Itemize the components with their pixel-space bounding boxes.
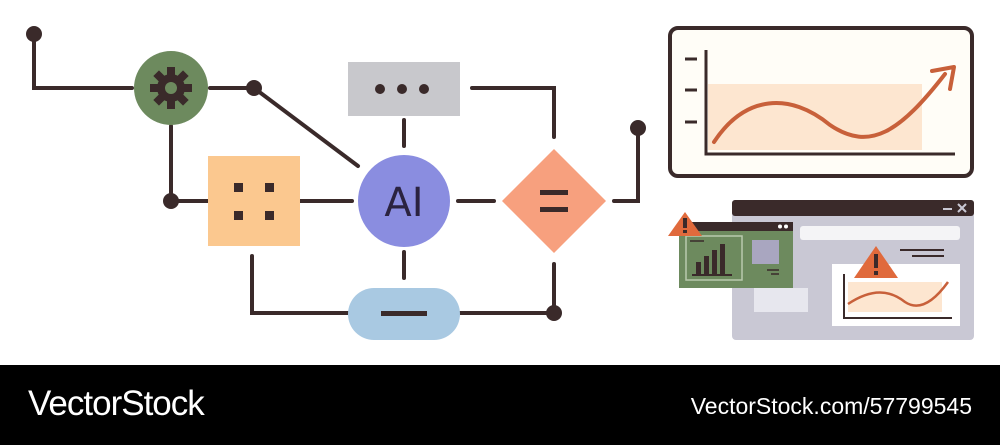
pill-node <box>348 288 460 340</box>
ai-node: AI <box>358 155 450 247</box>
stats-card <box>668 212 793 288</box>
equals-icon <box>540 190 568 212</box>
ellipsis-node <box>348 62 460 116</box>
text-lines <box>900 249 944 257</box>
decision-node <box>502 149 606 253</box>
trend-line <box>712 72 947 144</box>
thumbnail-block <box>752 240 779 264</box>
trend-chart-panel <box>668 26 974 178</box>
stats-card-titlebar <box>679 222 793 231</box>
bar-chart-icon <box>692 244 732 276</box>
chart-highlight-band <box>708 84 922 150</box>
mini-trend-line <box>847 281 950 307</box>
minimize-icon <box>943 208 952 210</box>
minus-icon <box>381 311 427 316</box>
brand-logo: VectorStock <box>28 384 205 423</box>
warning-icon <box>668 212 702 236</box>
gear-node <box>134 51 208 125</box>
watermark-footer: VectorStock VectorStock.com/57799545 <box>0 365 1000 445</box>
address-bar <box>800 226 960 240</box>
warning-icon <box>854 246 898 278</box>
gear-icon <box>150 67 192 109</box>
four-dots-icon <box>234 183 274 220</box>
window-titlebar <box>732 200 974 216</box>
connector-lines <box>32 32 640 315</box>
ai-node-label: AI <box>384 180 423 226</box>
sidebar-block <box>754 288 808 312</box>
ai-workflow-illustration: AI <box>26 26 974 340</box>
trend-arrow-head <box>930 65 956 91</box>
grid-node <box>208 156 300 246</box>
chart-axes <box>685 50 955 156</box>
image-id-text: VectorStock.com/57799545 <box>690 393 972 419</box>
dashboard-window <box>732 200 974 340</box>
connector-dots <box>26 26 646 321</box>
close-icon <box>957 203 967 213</box>
ellipsis-icon <box>375 84 429 94</box>
